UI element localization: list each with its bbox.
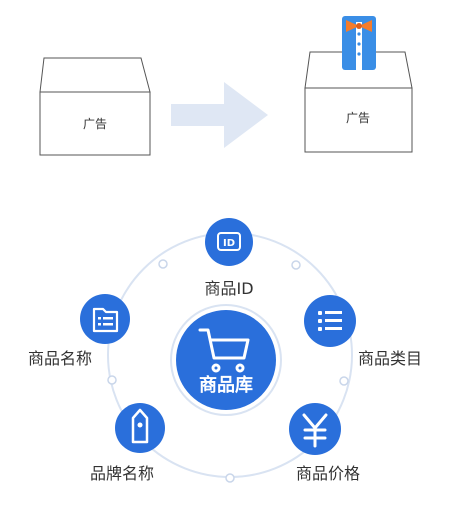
document-icon <box>92 307 119 333</box>
node-price-label: 商品价格 <box>296 464 360 483</box>
ad-box-left: 广告 <box>39 57 151 156</box>
node-product-id-label: 商品ID <box>204 279 253 298</box>
shirt-icon <box>342 16 376 70</box>
node-name-label: 商品名称 <box>28 349 92 368</box>
list-icon <box>318 311 342 331</box>
ring-dots <box>107 259 349 483</box>
node-brand-label: 品牌名称 <box>90 464 154 483</box>
arrow-right-icon <box>171 82 268 148</box>
node-category-label: 商品类目 <box>358 349 422 368</box>
id-card-icon: ID <box>217 232 241 251</box>
ad-box-left-label: 广告 <box>83 117 107 131</box>
node-category: 商品类目 <box>304 295 422 368</box>
tag-icon <box>131 408 149 444</box>
hub-center: 商品库 <box>170 304 282 416</box>
node-product-id: ID 商品ID <box>204 218 254 298</box>
ad-box-right: 广告 <box>304 16 413 153</box>
yen-icon <box>302 413 328 448</box>
hub-center-label: 商品库 <box>199 374 253 396</box>
node-price: 商品价格 <box>289 403 360 483</box>
svg-text:ID: ID <box>223 238 235 249</box>
cart-icon <box>198 328 250 373</box>
ad-box-right-label: 广告 <box>346 111 370 125</box>
node-name: 商品名称 <box>28 294 130 368</box>
node-brand: 品牌名称 <box>90 403 165 483</box>
